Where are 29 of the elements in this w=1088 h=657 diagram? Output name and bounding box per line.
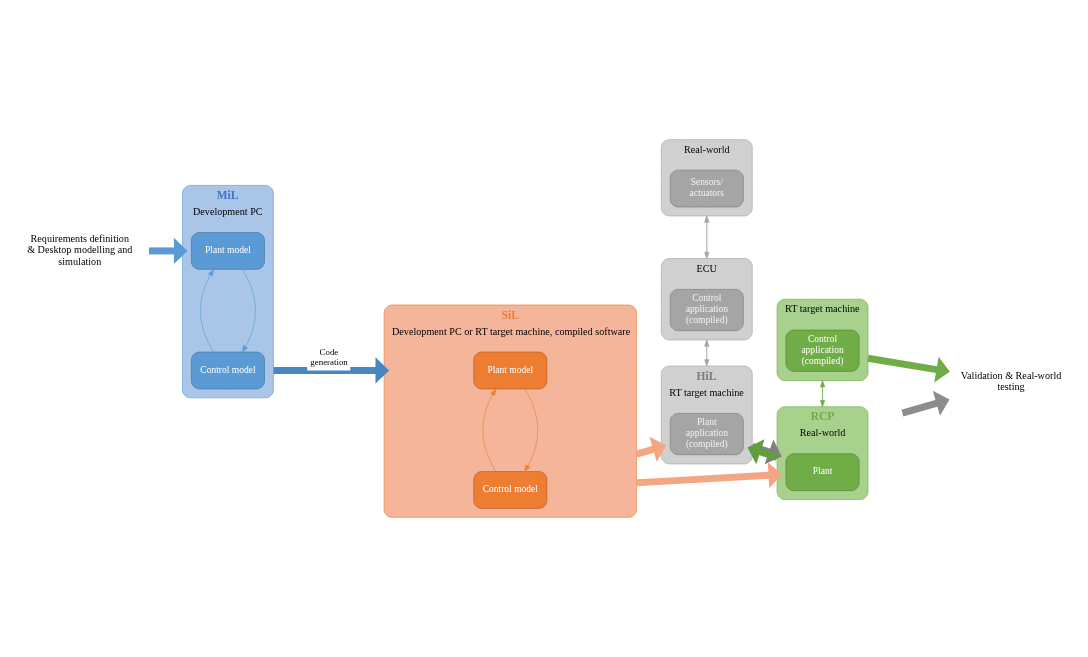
arrow: [241, 269, 256, 353]
arrow: [482, 388, 497, 472]
edge-label: Code generation: [310, 347, 348, 367]
node-label: HiL: [696, 369, 717, 382]
node-box: Sensors/ actuators: [669, 169, 744, 208]
node-box: Plant model: [191, 232, 265, 270]
arrow: [820, 380, 826, 408]
node-box: Control model: [191, 351, 265, 390]
arrow: [704, 215, 710, 259]
node-label: SiL: [501, 308, 519, 321]
arrow: [635, 436, 667, 462]
node-box: Control model: [473, 471, 548, 509]
arrow: [901, 390, 950, 417]
node-text: Requirements definition & Desktop modelling and simulation: [27, 232, 133, 267]
node-label: MiL: [216, 189, 239, 202]
arrow: [867, 354, 950, 383]
arrow: [148, 237, 188, 265]
arrow: [524, 388, 538, 472]
node-box: Control application (compiled): [785, 329, 860, 372]
arrow: [200, 269, 214, 353]
node-box: Plant application (compiled): [669, 413, 744, 456]
arrow: [704, 339, 710, 367]
arrow: [273, 357, 390, 384]
arrow: [636, 462, 783, 489]
node-box: Plant model: [473, 351, 548, 390]
node-box: Plant: [785, 453, 860, 491]
node-text: Validation & Real-world testing: [960, 369, 1062, 393]
node-box: Control application (compiled): [669, 289, 744, 332]
node-label: RCP: [810, 410, 835, 423]
